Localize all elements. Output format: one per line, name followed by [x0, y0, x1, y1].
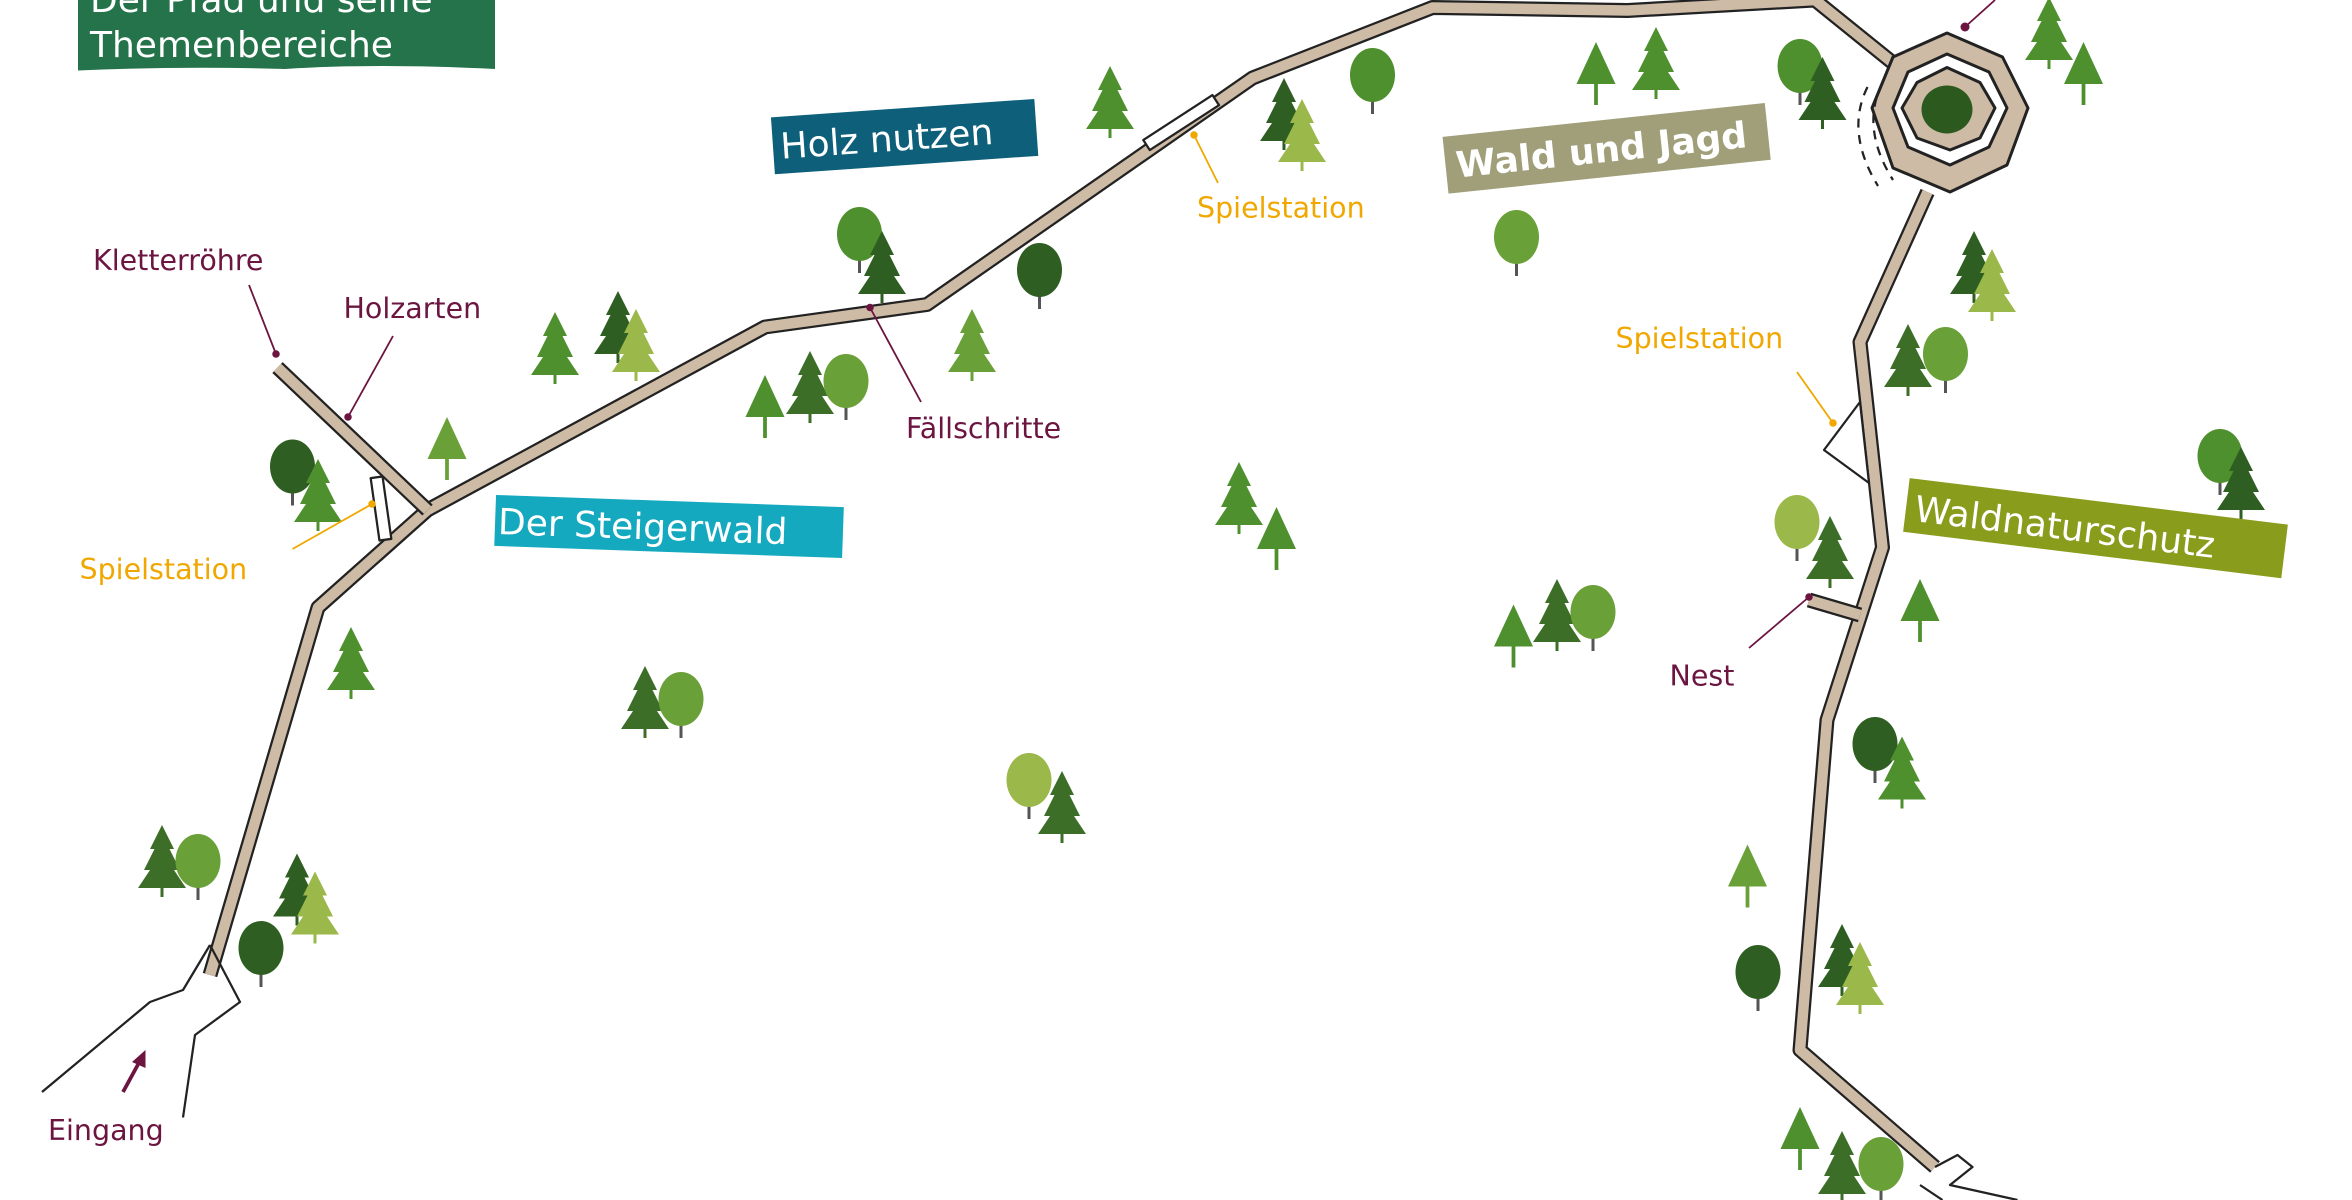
deciduous-tree-icon: [658, 672, 704, 738]
trees: [138, 0, 2265, 1200]
deciduous-tree-icon: [238, 921, 284, 987]
fir-tree-icon: [1632, 27, 1680, 99]
fir-tree-icon: [1533, 579, 1581, 651]
pine-tree-icon: [745, 375, 785, 438]
label-kletterroehre: Kletterröhre: [93, 244, 263, 277]
pine-tree-icon: [1494, 604, 1533, 668]
fir-tree-icon: [1798, 57, 1847, 129]
fir-tree-icon: [1215, 462, 1263, 534]
fir-tree-icon: [1038, 771, 1086, 843]
fir-tree-icon: [138, 825, 186, 897]
deciduous-tree-icon: [1774, 495, 1820, 561]
fir-tree-icon: [858, 231, 906, 303]
trail-path: [41, 0, 2030, 1200]
deciduous-tree-icon: [1858, 1137, 1904, 1200]
label-spielstation-1: Spielstation: [80, 553, 248, 586]
fir-tree-icon: [1968, 249, 2016, 321]
pine-tree-icon: [1576, 42, 1616, 105]
theme-wald-und-jagd: Wald und Jagd: [1442, 103, 1771, 194]
deciduous-tree-icon: [837, 207, 882, 273]
label-holzarten: Holzarten: [344, 292, 482, 325]
deciduous-tree-icon: [1017, 243, 1062, 309]
label-spielstation-2: Spielstation: [1197, 192, 1365, 225]
title-line-1: Der Pfad und seine: [90, 0, 433, 21]
svg-text:Der Steigerwald: Der Steigerwald: [497, 502, 788, 553]
fir-tree-icon: [786, 351, 834, 423]
pine-tree-icon: [1780, 1107, 1820, 1170]
deciduous-tree-icon: [823, 354, 869, 420]
label-faellschritte: Fällschritte: [906, 412, 1061, 445]
fir-tree-icon: [1878, 736, 1926, 809]
fir-tree-icon: [294, 459, 342, 531]
pine-tree-icon: [1900, 579, 1940, 642]
deciduous-tree-icon: [270, 439, 315, 506]
fir-tree-icon: [291, 871, 339, 944]
fir-tree-icon: [1836, 942, 1884, 1014]
deciduous-tree-icon: [1494, 210, 1539, 276]
label-nest: Nest: [1670, 660, 1735, 693]
deciduous-tree-icon: [175, 834, 221, 900]
fir-tree-icon: [1086, 66, 1134, 138]
deciduous-tree-icon: [1852, 717, 1898, 783]
title-line-2: Themenbereiche: [89, 25, 393, 66]
fir-tree-icon: [1278, 99, 1326, 171]
fir-tree-icon: [1884, 324, 1932, 396]
deciduous-tree-icon: [1006, 753, 1052, 819]
label-spielstation-3: Spielstation: [1616, 322, 1784, 355]
fir-tree-icon: [621, 666, 669, 738]
pine-tree-icon: [1257, 507, 1296, 570]
fir-tree-icon: [2217, 447, 2265, 519]
station-labels: Kletterröhre Holzarten Spielstation Fäll…: [48, 0, 1996, 1147]
theme-der-steigerwald: Der Steigerwald: [494, 494, 844, 559]
pine-tree-icon: [2064, 42, 2103, 105]
fir-tree-icon: [1806, 516, 1854, 588]
pine-tree-icon: [1728, 844, 1767, 908]
fir-tree-icon: [612, 309, 660, 381]
fir-tree-icon: [531, 312, 579, 384]
deciduous-tree-icon: [1923, 327, 1968, 393]
fir-tree-icon: [327, 627, 375, 699]
deciduous-tree-icon: [1735, 945, 1781, 1011]
label-eingang: Eingang: [48, 1114, 164, 1147]
deciduous-tree-icon: [1350, 48, 1395, 114]
pine-tree-icon: [427, 417, 467, 480]
map-title: Der Pfad und seine Themenbereiche: [78, 0, 495, 71]
fir-tree-icon: [2025, 0, 2073, 69]
theme-holz-nutzen: Holz nutzen: [770, 98, 1039, 175]
fir-tree-icon: [948, 309, 996, 381]
deciduous-tree-icon: [1570, 585, 1616, 651]
